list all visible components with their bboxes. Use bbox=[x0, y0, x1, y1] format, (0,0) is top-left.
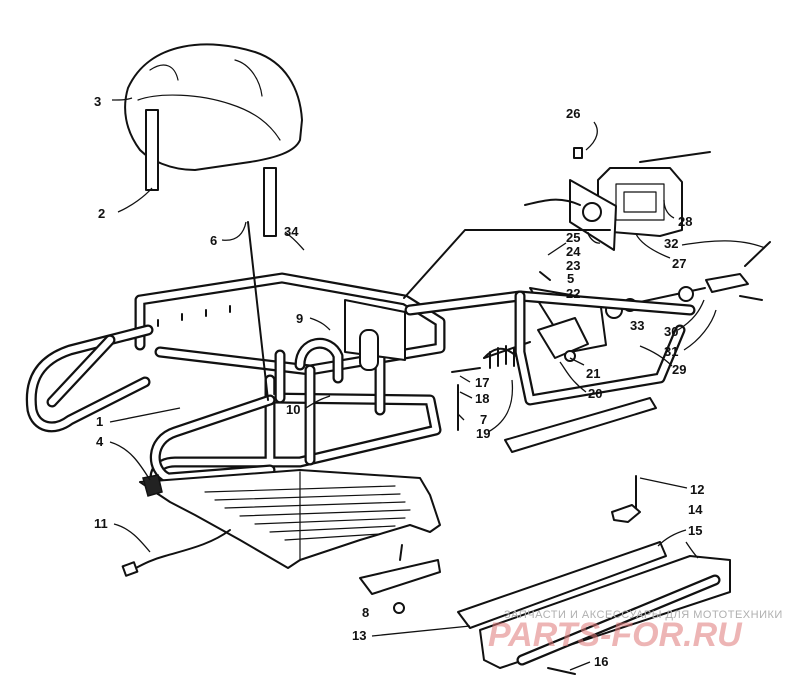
callout-33: 33 bbox=[630, 318, 644, 333]
callout-9: 9 bbox=[296, 311, 303, 326]
callout-26: 26 bbox=[566, 106, 580, 121]
callout-6: 6 bbox=[210, 233, 217, 248]
callouts: 1 2 3 4 5 6 7 8 9 10 11 12 13 14 15 16 1… bbox=[94, 94, 704, 669]
callout-31: 31 bbox=[664, 344, 678, 359]
watermark-brand: PARTS-FOR.RU bbox=[488, 616, 743, 654]
side-rail-assembly bbox=[457, 475, 731, 675]
hitch-pivot-assembly bbox=[451, 241, 771, 431]
backrest-post-right bbox=[263, 167, 277, 237]
callout-4: 4 bbox=[96, 434, 104, 449]
callout-17: 17 bbox=[475, 375, 489, 390]
callout-15: 15 bbox=[688, 523, 702, 538]
callout-14: 14 bbox=[688, 502, 703, 517]
callout-13: 13 bbox=[352, 628, 366, 643]
rear-rack-frame bbox=[25, 221, 446, 496]
leader-lines bbox=[109, 97, 766, 671]
floor-tray bbox=[139, 469, 441, 569]
hitch-bracket bbox=[359, 544, 441, 614]
callout-22: 22 bbox=[566, 286, 580, 301]
callout-12: 12 bbox=[690, 482, 704, 497]
callout-3: 3 bbox=[94, 94, 101, 109]
callout-20: 20 bbox=[588, 386, 602, 401]
callout-28: 28 bbox=[678, 214, 692, 229]
backrest bbox=[124, 43, 303, 171]
callout-5: 5 bbox=[567, 271, 574, 286]
watermark: ЗАПЧАСТИ И АКСЕССУАРЫ ДЛЯ МОТОТЕХНИКИ PA… bbox=[488, 609, 783, 654]
callout-18: 18 bbox=[475, 391, 489, 406]
backrest-post-left bbox=[145, 109, 159, 191]
callout-32: 32 bbox=[664, 236, 678, 251]
callout-7: 7 bbox=[480, 412, 487, 427]
callout-30: 30 bbox=[664, 324, 678, 339]
callout-11: 11 bbox=[94, 516, 108, 531]
callout-23: 23 bbox=[566, 258, 580, 273]
callout-19: 19 bbox=[476, 426, 490, 441]
callout-25: 25 bbox=[566, 230, 580, 245]
runner-strip bbox=[504, 397, 657, 453]
watermark-tagline: ЗАПЧАСТИ И АКСЕССУАРЫ ДЛЯ МОТОТЕХНИКИ bbox=[504, 609, 783, 621]
callout-24: 24 bbox=[566, 244, 581, 259]
callout-34: 34 bbox=[284, 224, 299, 239]
callout-8: 8 bbox=[362, 605, 369, 620]
tail-light bbox=[524, 147, 711, 251]
callout-2: 2 bbox=[98, 206, 105, 221]
callout-21: 21 bbox=[586, 366, 600, 381]
wire-harness bbox=[121, 529, 231, 577]
callout-27: 27 bbox=[672, 256, 686, 271]
callout-10: 10 bbox=[286, 402, 300, 417]
callout-1: 1 bbox=[96, 414, 103, 429]
callout-16: 16 bbox=[594, 654, 608, 669]
callout-29: 29 bbox=[672, 362, 686, 377]
